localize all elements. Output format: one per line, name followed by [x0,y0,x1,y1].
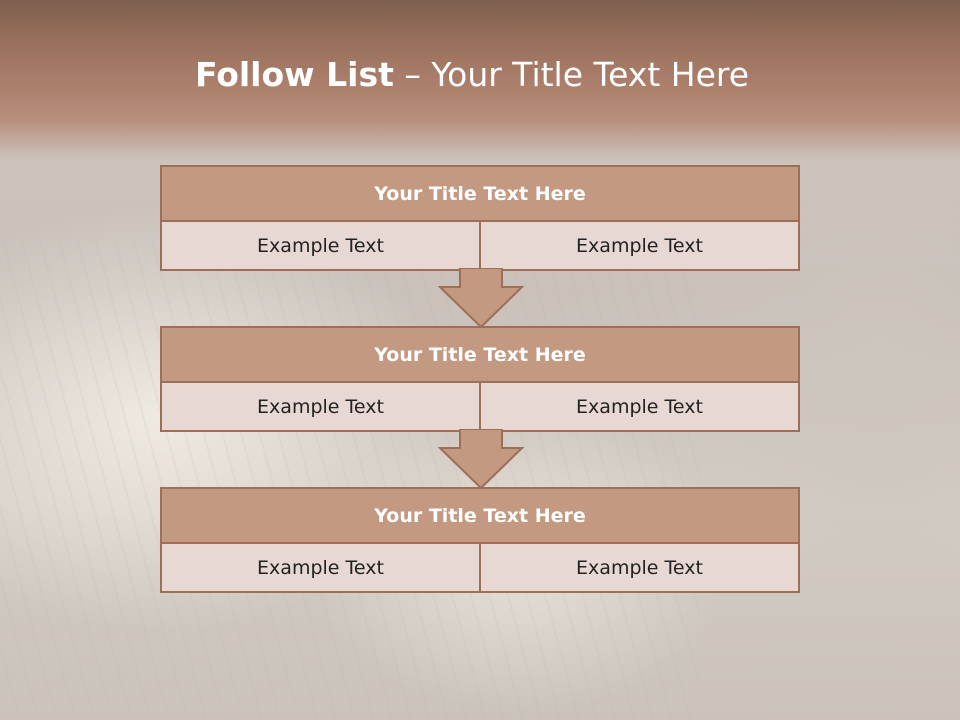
slide-title-bold: Follow List [194,55,394,94]
step-1-title: Your Title Text Here [160,165,800,222]
step-2-right-text: Example Text [481,383,800,432]
down-arrow-icon [438,429,524,489]
down-arrow-icon [438,268,524,328]
step-box-2: Your Title Text Here Example Text Exampl… [160,326,800,432]
step-1-right-text: Example Text [481,222,800,271]
step-3-title: Your Title Text Here [160,487,800,544]
step-2-left-text: Example Text [160,383,481,432]
background-shirt-pattern [0,240,700,720]
step-1-left-text: Example Text [160,222,481,271]
step-3-left-text: Example Text [160,544,481,593]
step-2-title: Your Title Text Here [160,326,800,383]
header-band [0,0,960,160]
slide-title: Follow List – Your Title Text Here [0,55,944,94]
step-3-right-text: Example Text [481,544,800,593]
step-box-3: Your Title Text Here Example Text Exampl… [160,487,800,593]
step-box-1: Your Title Text Here Example Text Exampl… [160,165,800,271]
slide-title-rest: – Your Title Text Here [393,55,750,94]
